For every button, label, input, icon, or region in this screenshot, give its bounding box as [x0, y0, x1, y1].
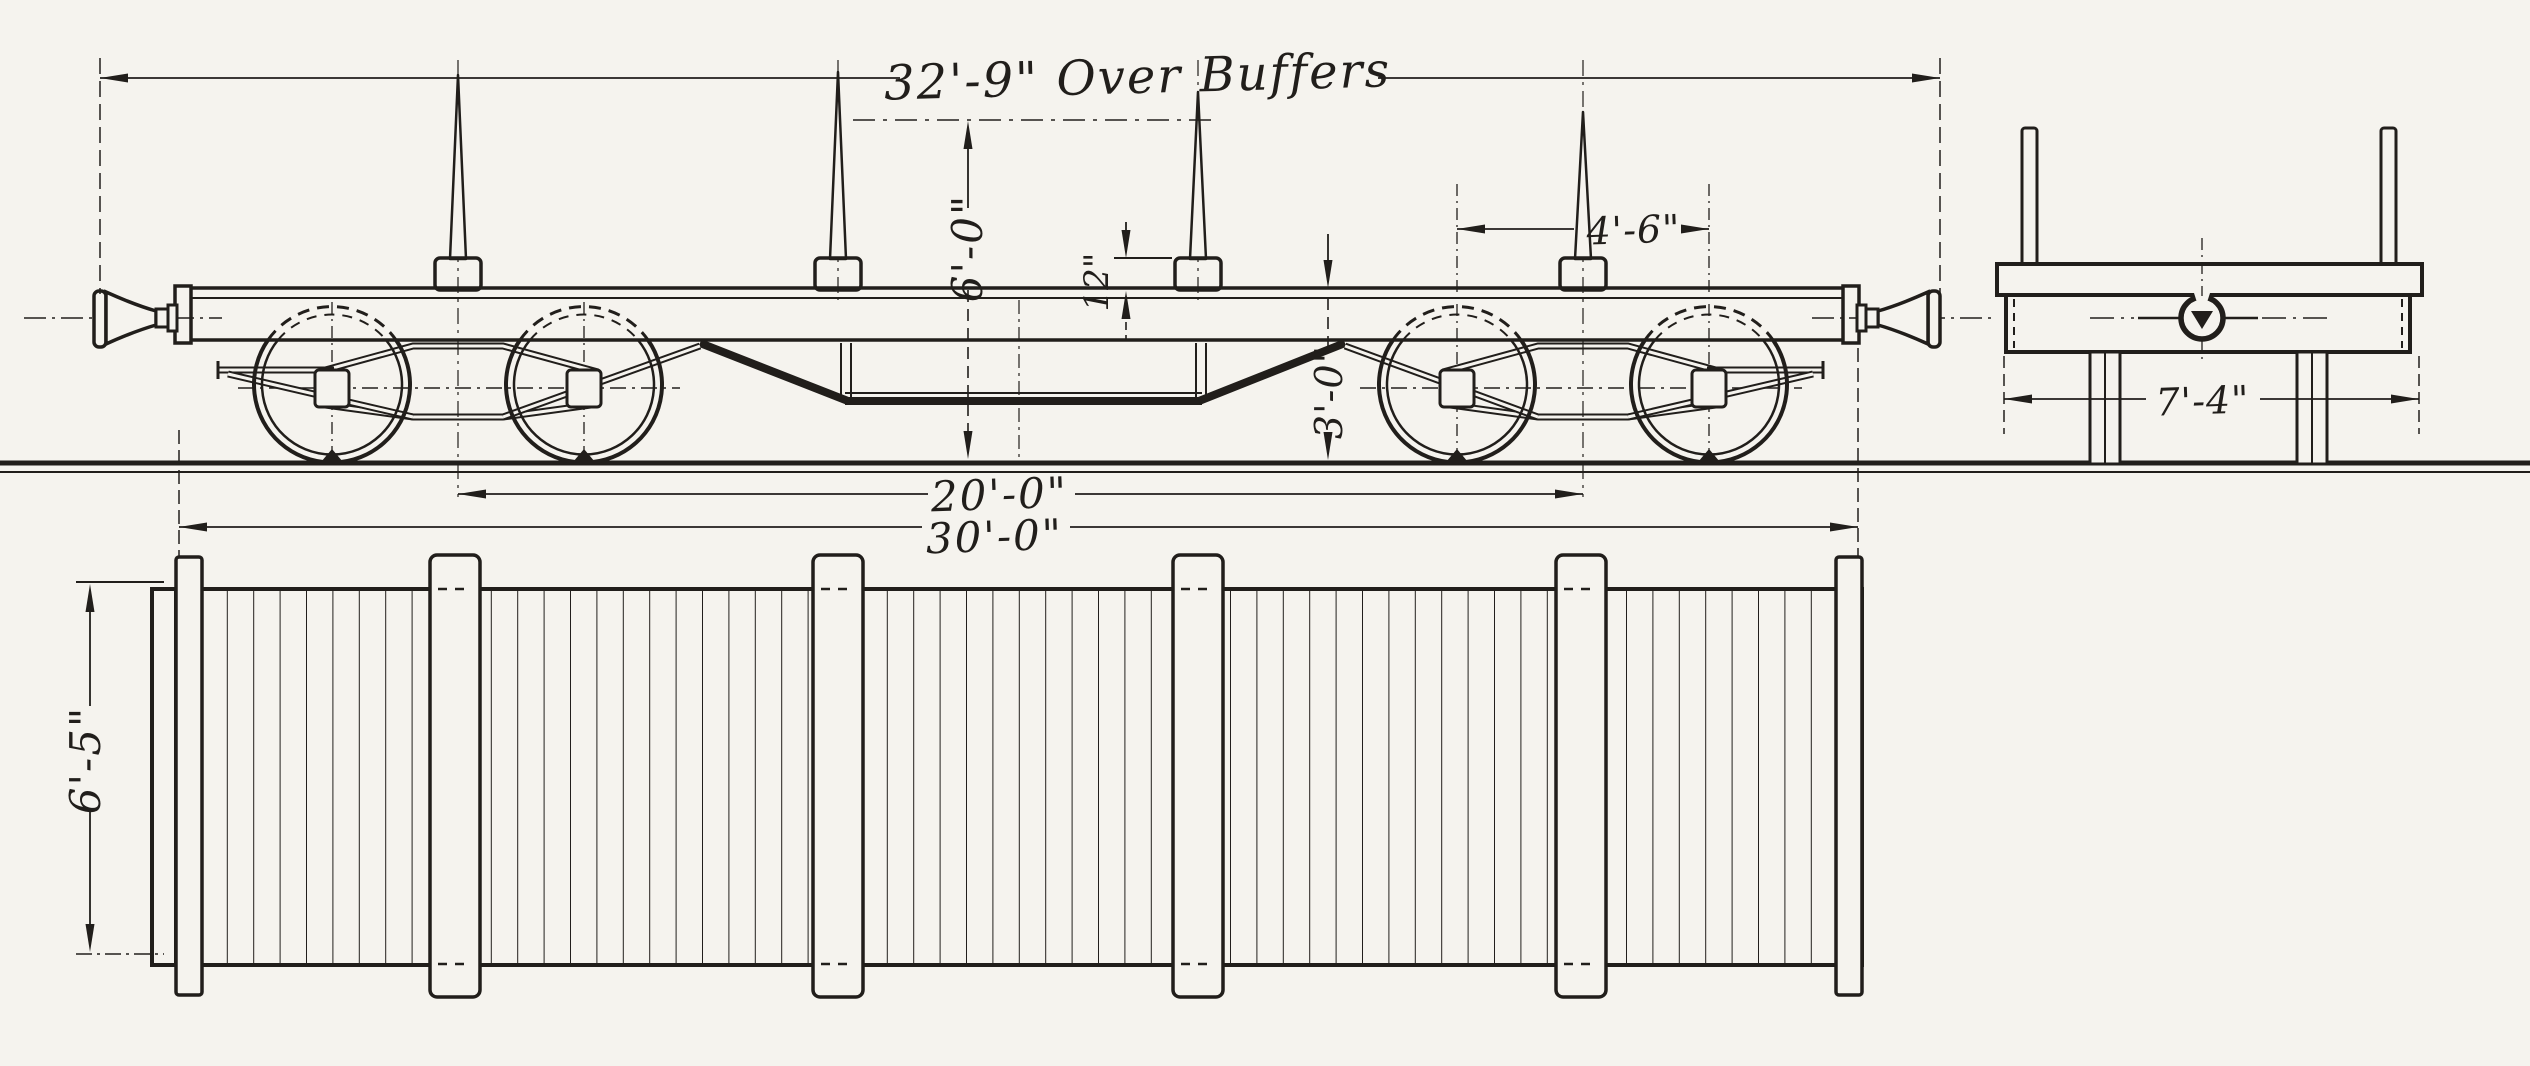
dim-body-length: 30'-0"	[178, 348, 1859, 564]
dim-label-stake-height: 6'-0"	[943, 194, 992, 303]
stake-2	[813, 60, 863, 300]
stake-3	[1173, 60, 1223, 300]
dim-label-body-length: 30'-0"	[925, 510, 1064, 564]
dim-bogie-centres: 20'-0"	[458, 468, 1583, 522]
end-stanchion-right	[2379, 126, 2398, 268]
dim-label-deck-width: 6'-5"	[61, 706, 110, 815]
dim-label-bogie-centres: 20'-0"	[929, 468, 1069, 522]
dim-label-bogie-wheelbase: 4'-6"	[1585, 206, 1682, 253]
wheel	[1377, 305, 1537, 465]
rail-line	[0, 460, 2530, 473]
bogie-rear	[1343, 184, 1825, 465]
bolster-2	[811, 553, 865, 999]
dim-stake-height: 6'-0"	[853, 119, 1216, 459]
axlebox	[565, 368, 603, 409]
frame-beam	[188, 286, 1846, 342]
dim-over-buffers: 32'-9" Over Buffers	[99, 42, 1941, 294]
wheel	[252, 305, 412, 465]
stake-1	[433, 60, 483, 497]
dim-label-over-buffers: 32'-9" Over Buffers	[883, 42, 1391, 111]
dim-deck-width: 6'-5"	[61, 581, 164, 955]
axlebox	[313, 368, 351, 409]
dimensions: 32'-9" Over Buffers 6'-0" 12" 4'-6"	[61, 42, 2420, 955]
buffer-right	[1812, 289, 1995, 349]
stake-4	[1558, 60, 1608, 497]
dim-end-width: 7'-4"	[2003, 356, 2420, 434]
coupling-pin-icon	[2090, 238, 2330, 362]
buffer-left	[24, 289, 222, 349]
end-sill-left	[174, 555, 204, 997]
truss-rod	[698, 339, 1347, 405]
axlebox	[1438, 368, 1476, 409]
end-sill-right	[1834, 555, 1864, 997]
axlebox	[1690, 368, 1728, 409]
dim-label-floor-height: 3'-0"	[1307, 345, 1351, 439]
end-deck-rail	[1995, 262, 2424, 297]
dim-label-socket-height: 12"	[1077, 253, 1117, 312]
dim-socket-height: 12"	[1077, 222, 1172, 340]
wheel	[504, 305, 664, 465]
plan-view	[150, 553, 1864, 999]
wheel	[1629, 305, 1789, 465]
side-elevation	[24, 60, 1995, 497]
bolster-1	[428, 553, 482, 999]
bolster-4	[1554, 553, 1608, 999]
bolster-3	[1171, 553, 1225, 999]
dim-label-end-width: 7'-4"	[2155, 377, 2251, 424]
dim-floor-height: 3'-0"	[1307, 234, 1351, 460]
end-stanchion-left	[2020, 126, 2039, 268]
dim-bogie-wheelbase: 4'-6"	[1457, 206, 1709, 254]
end-elevation	[1995, 126, 2424, 466]
